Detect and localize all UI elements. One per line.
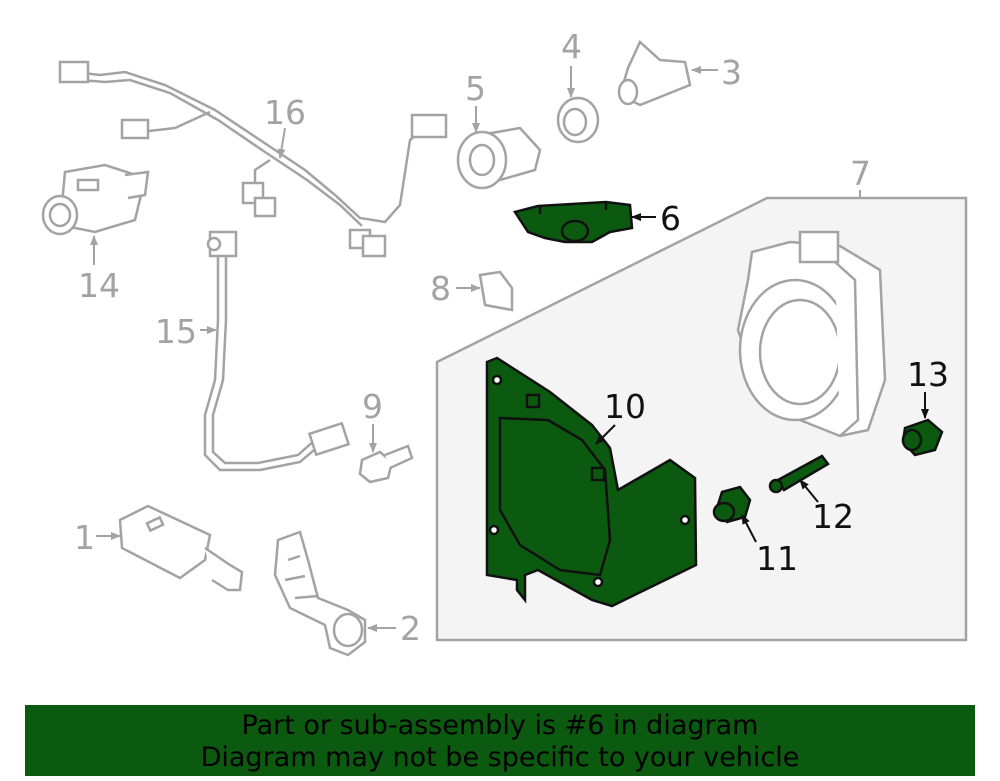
bracket-part-10	[485, 356, 698, 608]
callout-15: 15	[155, 312, 197, 351]
callout-10: 10	[604, 387, 646, 426]
sensor-part-14	[41, 163, 150, 236]
notice-line-disclaimer: Diagram may not be specific to your vehi…	[200, 742, 800, 773]
nut-part-13	[901, 418, 944, 457]
leader-arrows-black	[595, 213, 929, 543]
clip-part-8	[478, 270, 514, 312]
radar-unit-part-7	[736, 230, 887, 438]
callout-3: 3	[721, 53, 742, 92]
notice-line-part: Part or sub-assembly is #6 in diagram	[241, 710, 759, 741]
bolt-part-9	[358, 444, 414, 484]
callout-1: 1	[74, 518, 95, 557]
callout-2: 2	[400, 609, 421, 648]
stud-part-12	[768, 454, 830, 494]
callout-7: 7	[850, 154, 871, 193]
bracket-part-2	[273, 530, 367, 657]
callout-4: 4	[561, 27, 582, 66]
wiring-harness-part-16	[58, 60, 448, 258]
callout-8: 8	[430, 269, 451, 308]
connector-part-1	[118, 504, 244, 592]
cylinder-part-3	[617, 39, 692, 107]
callout-5: 5	[465, 69, 486, 108]
callout-13: 13	[907, 355, 949, 394]
parts-diagram: 1 2 3 4 5 6 7 8 9 10 11 12 13 14 15 16	[41, 27, 968, 657]
callout-9: 9	[362, 387, 383, 426]
grommet-part-4	[556, 96, 600, 144]
callout-16: 16	[264, 93, 306, 132]
callout-6: 6	[660, 199, 681, 238]
leader-arrows-gray	[90, 66, 718, 632]
cable-part-15	[203, 230, 351, 472]
bezel-part-5	[456, 126, 542, 190]
callout-14: 14	[78, 266, 120, 305]
callout-11: 11	[756, 539, 798, 578]
notice-banner: Part or sub-assembly is #6 in diagram Di…	[25, 705, 975, 776]
bracket-part-6-highlighted	[513, 200, 634, 244]
callout-12: 12	[812, 497, 854, 536]
